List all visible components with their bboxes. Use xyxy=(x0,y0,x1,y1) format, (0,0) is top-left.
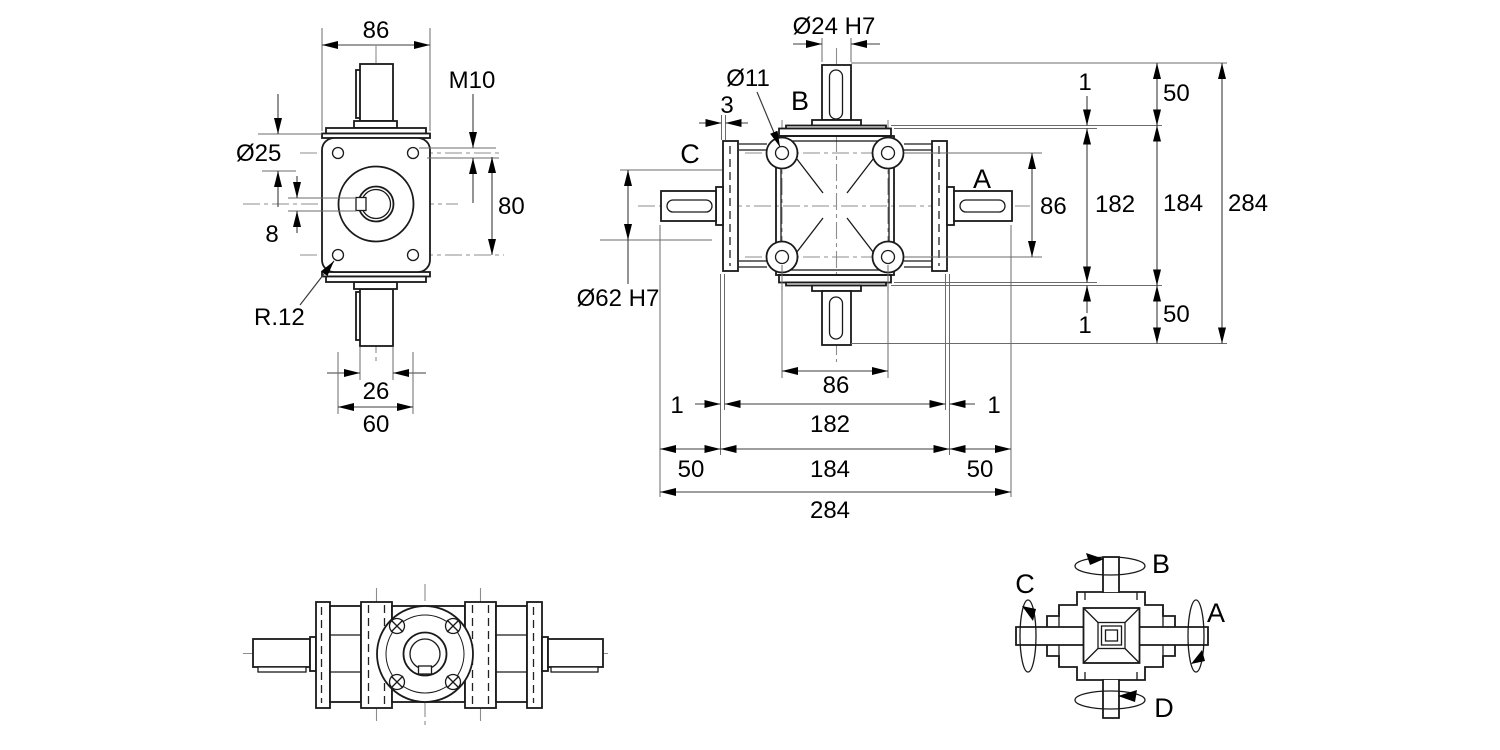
rotation-schematic: B C A D xyxy=(1015,549,1225,723)
front-dim-hole-text: Ø11 xyxy=(726,65,770,92)
rotation-arrow-d xyxy=(1118,690,1137,702)
rotation-arrow-c xyxy=(1022,606,1036,621)
schematic-label-a: A xyxy=(1207,598,1225,628)
side-dim-width: 86 xyxy=(321,17,431,131)
side-dim-flange: 60 xyxy=(337,352,414,438)
front-len-top-text: 50 xyxy=(1163,80,1190,107)
front-dim-shaft-dia: Ø24 H7 xyxy=(793,13,880,62)
front-body-v-text: 182 xyxy=(1095,191,1135,218)
front-dim-offset-text: 3 xyxy=(720,92,733,119)
front-len-right-text: 50 xyxy=(967,456,994,483)
front-dim-bore: Ø62 H7 xyxy=(577,169,722,312)
front-dim-bore-text: Ø62 H7 xyxy=(577,285,660,312)
front-flange-h-text: 184 xyxy=(810,456,850,483)
front-body-h-text: 182 xyxy=(810,411,850,438)
front-label-a: A xyxy=(973,164,991,194)
schematic-shaft-d xyxy=(1102,679,1120,719)
side-view: 86 M10 Ø25 80 8 xyxy=(236,17,525,438)
bottom-view xyxy=(243,584,612,726)
side-radius-text: R.12 xyxy=(254,304,305,331)
front-dim-offset: 3 xyxy=(699,92,748,140)
bottom-bolt-holes xyxy=(388,617,462,691)
side-dim-bore: Ø25 xyxy=(236,94,322,207)
side-dim-shaft-text: 26 xyxy=(363,378,390,405)
front-bottom-stack: 86 1 182 1 50 184 50 284 xyxy=(659,225,1012,524)
front-hole-callout: Ø11 xyxy=(726,65,781,148)
side-dim-width-text: 86 xyxy=(363,17,390,44)
front-flange-v-text: 184 xyxy=(1163,190,1203,217)
side-dim-keyway-text: 8 xyxy=(265,221,278,248)
side-radius-callout: R.12 xyxy=(254,260,335,331)
side-dim-thread: M10 xyxy=(419,67,499,203)
side-dim-bore-text: Ø25 xyxy=(236,140,281,167)
side-dim-shaft: 26 xyxy=(327,347,426,405)
front-label-c: C xyxy=(680,139,700,169)
front-overall-v-text: 284 xyxy=(1228,190,1268,217)
side-dim-height: 80 xyxy=(488,157,525,255)
side-dim-flange-text: 60 xyxy=(363,411,390,438)
schematic-label-c: C xyxy=(1015,569,1035,599)
schematic-shaft-c xyxy=(1015,626,1084,646)
bottom-keyway-notch xyxy=(417,665,433,675)
keyway-notch xyxy=(355,196,367,212)
front-gap-bottom-text: 1 xyxy=(1078,312,1091,339)
front-label-b: B xyxy=(791,86,809,116)
schematic-label-b: B xyxy=(1152,549,1170,579)
front-overall-h-text: 284 xyxy=(810,497,850,524)
front-gap-left-text: 1 xyxy=(670,392,683,419)
side-view-body xyxy=(321,63,431,347)
schematic-label-d: D xyxy=(1154,693,1174,723)
front-dim-hole-spacing-h-text: 86 xyxy=(823,372,850,399)
front-view: B C A Ø24 H7 Ø11 3 Ø62 xyxy=(577,13,1268,524)
side-dim-thread-text: M10 xyxy=(449,67,496,94)
front-gap-top-text: 1 xyxy=(1078,69,1091,96)
rotation-arrow-b xyxy=(1086,553,1104,565)
front-right-stack: 1 50 182 184 284 1 50 xyxy=(851,62,1268,344)
front-len-left-text: 50 xyxy=(678,456,705,483)
front-dim-hole-spacing-v: 86 xyxy=(905,152,1067,258)
front-dim-shaft-dia-text: Ø24 H7 xyxy=(793,13,876,40)
schematic-gear-body xyxy=(1082,607,1141,664)
side-dim-keyway: 8 xyxy=(265,176,356,248)
front-gap-right-text: 1 xyxy=(987,392,1000,419)
front-len-bottom-text: 50 xyxy=(1163,301,1190,328)
bottom-view-body xyxy=(252,601,604,709)
front-dim-hole-spacing-v-text: 86 xyxy=(1040,193,1067,220)
schematic-shaft-a xyxy=(1138,626,1209,646)
side-dim-height-text: 80 xyxy=(498,193,525,220)
rotation-arrow-a xyxy=(1191,650,1205,664)
schematic-rotation-arrows xyxy=(1019,553,1205,710)
